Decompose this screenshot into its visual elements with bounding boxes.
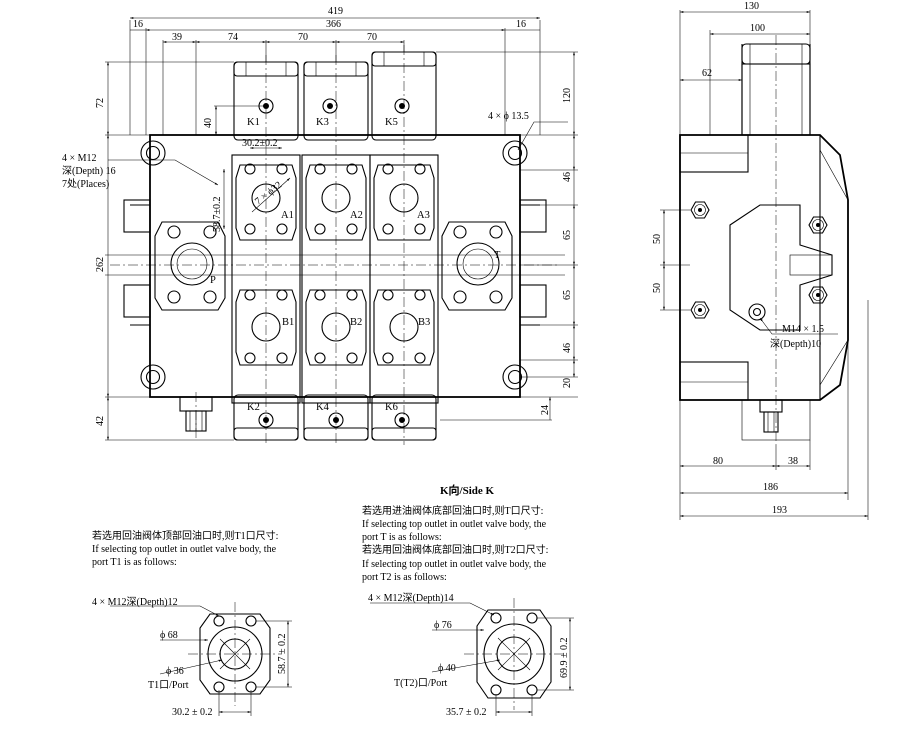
note-left-cn: 若选用回油阀体顶部回油口时,则T1口尺寸:	[92, 529, 278, 542]
side-port-m14	[748, 303, 766, 321]
port-b2-label: B2	[350, 317, 362, 328]
dim-30-2: 30.2±0.2	[242, 138, 278, 149]
dim-65-upper: 65	[562, 230, 573, 240]
section-1	[231, 55, 301, 445]
callout-m14-line2: 深(Depth)10	[770, 338, 821, 350]
port-k1-label: K1	[247, 117, 260, 128]
dim-58-7: 58.7±0.2	[212, 197, 223, 233]
port-t-label: T	[494, 250, 501, 261]
note-right: 若选用进油阀体底部回油口时,则T口尺寸: If selecting top ou…	[362, 504, 548, 583]
mount-hole-bl	[140, 364, 166, 390]
dim-62: 62	[702, 68, 712, 79]
note-left-en2: port T1 is as follows:	[92, 557, 177, 568]
dim-70a: 70	[298, 32, 308, 43]
flange-left-outer: ϕ 68	[160, 630, 178, 641]
dim-72: 72	[95, 98, 106, 108]
port-p-label: P	[210, 275, 216, 286]
dim-16-left: 16	[133, 19, 143, 30]
port-a3-label: A3	[417, 210, 430, 221]
flange-left-inner: ϕ 36	[166, 666, 184, 677]
dim-16-right: 16	[516, 19, 526, 30]
port-k5-label: K5	[385, 117, 398, 128]
section-2	[301, 55, 371, 445]
flange-right-outer: ϕ 76	[434, 620, 452, 631]
note-right-en1b: port T is as follows:	[362, 532, 442, 543]
dim-38: 38	[788, 456, 798, 467]
flange-detail-t2: 4 × M12深(Depth)14 ϕ 76 ϕ 40 T(T2)口/Port …	[368, 592, 574, 718]
dim-366: 366	[326, 19, 341, 30]
note-left-en1: If selecting top outlet in outlet valve …	[92, 544, 277, 555]
side-k-label: K向/Side K	[440, 483, 495, 497]
section-3	[369, 45, 439, 445]
bottom-plug	[179, 392, 213, 440]
mount-hole-tl	[140, 140, 166, 166]
dim-100: 100	[750, 23, 765, 34]
dim-40: 40	[203, 118, 214, 128]
dim-20: 20	[562, 378, 573, 388]
dim-74: 74	[228, 32, 238, 43]
side-view: 130 100 62 50 50 80 38 186 193 M14 × 1.5…	[652, 1, 869, 520]
side-bolt-bl	[690, 301, 710, 319]
dim-186: 186	[763, 482, 778, 493]
port-k2-label: K2	[247, 402, 260, 413]
right-boss-upper	[519, 199, 547, 233]
callout-4-phi-13-5: 4 × ϕ 13.5	[488, 111, 529, 122]
right-boss-lower	[519, 284, 547, 318]
callout-m12-line3: 7处(Places)	[62, 178, 109, 190]
flange-detail-t1: 4 × M12深(Depth)12 ϕ 68 ϕ 36 T1口/Port 58.…	[92, 596, 292, 718]
note-right-en1a: If selecting top outlet in outlet valve …	[362, 519, 547, 530]
flange-right-thread: 4 × M12深(Depth)14	[368, 592, 454, 604]
port-k3-label: K3	[316, 117, 329, 128]
port-b3-label: B3	[418, 317, 430, 328]
callout-m12-line1: 4 × M12	[62, 153, 97, 164]
port-k4-label: K4	[316, 402, 330, 413]
dim-262: 262	[95, 257, 106, 272]
dim-24: 24	[540, 405, 551, 415]
flange-right-inner: ϕ 40	[438, 663, 456, 674]
flange-right-port: T(T2)口/Port	[394, 678, 448, 689]
flange-left-width: 30.2 ± 0.2	[172, 707, 213, 718]
dim-65-lower: 65	[562, 290, 573, 300]
left-boss-lower	[123, 284, 151, 318]
left-boss-upper	[123, 199, 151, 233]
dim-46-upper: 46	[562, 172, 573, 182]
port-a2-label: A2	[350, 210, 363, 221]
callout-m14-line1: M14 × 1.5	[782, 324, 824, 335]
side-bolt-tl	[690, 201, 710, 219]
flange-left-port: T1口/Port	[148, 680, 189, 691]
note-right-cn1: 若选用进油阀体底部回油口时,则T口尺寸:	[362, 504, 543, 517]
flange-left-height: 58.7 ± 0.2	[277, 634, 288, 675]
valve-body-outline	[149, 134, 521, 398]
dim-193: 193	[772, 505, 787, 516]
dim-419: 419	[328, 6, 343, 17]
t-port-flange	[441, 221, 513, 311]
front-view: K1 K3 K5 K2 K4 K6 A1 A2 A3 B1 B2 B3 P T …	[62, 6, 578, 445]
p-port-flange	[154, 221, 226, 311]
port-b1-label: B1	[282, 317, 294, 328]
port-k6-label: K6	[385, 402, 398, 413]
dim-130: 130	[744, 1, 759, 12]
side-bolt-tr	[808, 216, 828, 234]
side-bolt-br	[808, 286, 828, 304]
dim-70b: 70	[367, 32, 377, 43]
dim-46-lower: 46	[562, 343, 573, 353]
note-right-en2b: port T2 is as follows:	[362, 572, 447, 583]
flange-left-thread: 4 × M12深(Depth)12	[92, 596, 178, 608]
callout-m12-line2: 深(Depth) 16	[62, 165, 116, 177]
note-right-cn2: 若选用回油阀体底部回油口时,则T2口尺寸:	[362, 543, 548, 556]
dim-120: 120	[562, 88, 573, 103]
dim-50-upper: 50	[652, 234, 663, 244]
dim-42: 42	[95, 416, 106, 426]
note-right-en2a: If selecting top outlet in outlet valve …	[362, 559, 547, 570]
dim-80: 80	[713, 456, 723, 467]
dim-50-lower: 50	[652, 283, 663, 293]
note-left: 若选用回油阀体顶部回油口时,则T1口尺寸: If selecting top o…	[92, 529, 278, 568]
flange-right-width: 35.7 ± 0.2	[446, 707, 487, 718]
mount-hole-tr	[502, 140, 528, 166]
dim-39: 39	[172, 32, 182, 43]
port-a1-label: A1	[281, 210, 294, 221]
flange-right-height: 69.9 ± 0.2	[559, 638, 570, 679]
